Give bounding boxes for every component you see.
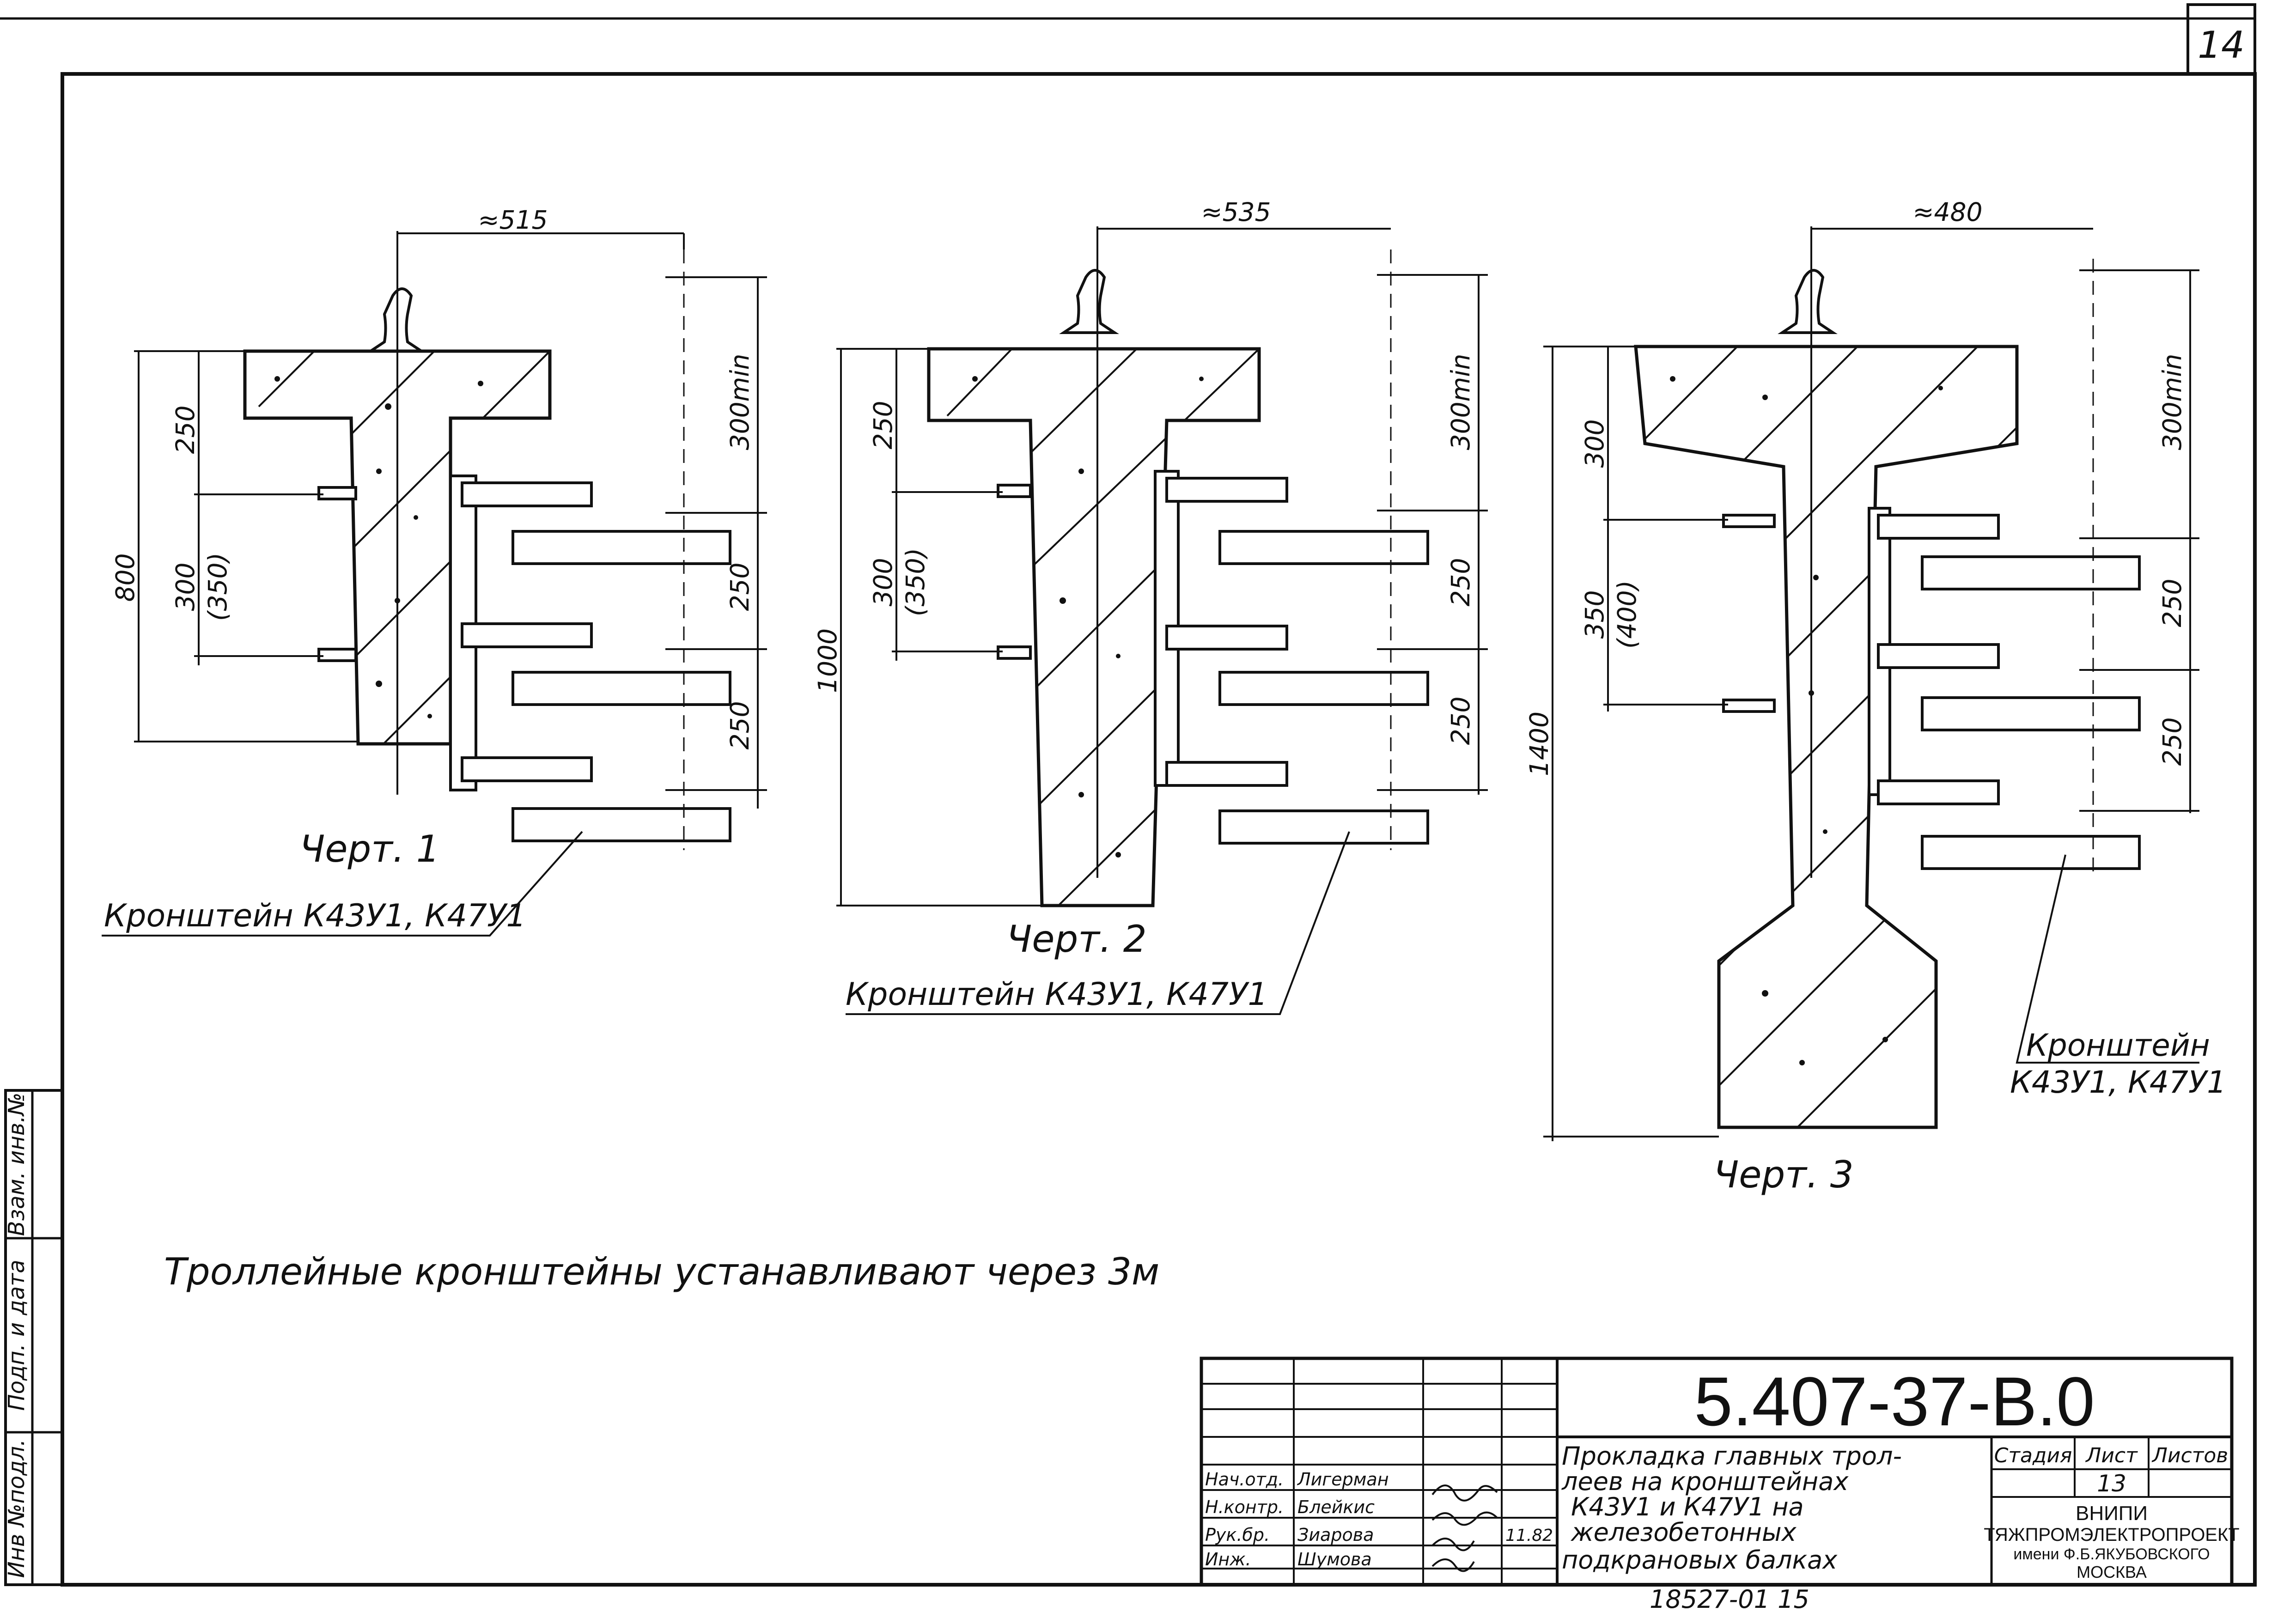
d3-caption: Черт. 3 [1713, 1153, 1853, 1196]
header-sheets: Листов [2151, 1444, 2228, 1467]
side-stamp-replacement: Взам. инв.№ [4, 1093, 30, 1236]
d3-height: 1400 [1524, 712, 1554, 776]
d1-upper: 250 [171, 406, 200, 454]
d3-right-mid: 250 [2157, 579, 2187, 627]
d3-mid-alt: (400) [1612, 580, 1642, 649]
name-3: Зиарова [1297, 1525, 1374, 1545]
side-stamp-signature: Подп. и дата [4, 1260, 30, 1411]
role-1: Нач.отд. [1205, 1469, 1284, 1490]
d3-bracket-label-line2: К43У1, К47У1 [2010, 1064, 2226, 1100]
org-line-3: имени Ф.Б.ЯКУБОВСКОГО [2013, 1545, 2210, 1563]
installation-note: Троллейные кронштейны устанавливают чере… [164, 1250, 1159, 1293]
d2-caption: Черт. 2 [1006, 918, 1146, 961]
d3-mid: 350 [1580, 590, 1609, 639]
d2-top-width: ≈535 [1201, 197, 1271, 227]
d2-mid-alt: (350) [901, 548, 930, 616]
sheet-value: 13 [2097, 1470, 2126, 1497]
org-line-2: ТЯЖПРОМЭЛЕКТРОПРОЕКТ [1984, 1525, 2239, 1545]
org-line-4: МОСКВА [2077, 1563, 2147, 1582]
drawing-1-labels: ≈515 800 250 300 (350) 300min 250 250 Че… [104, 205, 755, 934]
role-2: Н.контр. [1205, 1497, 1284, 1517]
drawing-1 [102, 231, 767, 937]
name-1: Лигерман [1297, 1469, 1389, 1490]
d2-right-mid: 250 [1446, 558, 1475, 607]
title-line-2: леев на кронштейнах [1561, 1467, 1849, 1496]
d1-top-width: ≈515 [478, 205, 548, 235]
d1-mid-alt: (350) [203, 553, 232, 621]
d3-upper: 300 [1580, 420, 1609, 468]
role-3: Рук.бр. [1205, 1525, 1270, 1545]
role-4: Инж. [1205, 1549, 1251, 1569]
d2-bracket-label: Кронштейн К43У1, К47У1 [846, 976, 1268, 1013]
d1-mid: 300 [171, 563, 200, 611]
title-line-3: К43У1 и К47У1 на [1571, 1492, 1804, 1521]
d2-height: 1000 [813, 628, 842, 693]
org-line-1: ВНИПИ [2076, 1502, 2148, 1525]
d1-right-top: 300min [725, 354, 755, 450]
d1-caption: Черт. 1 [299, 827, 439, 870]
d3-right-top: 300min [2157, 354, 2187, 450]
side-stamp [4, 1089, 64, 1586]
d2-right-bot: 250 [1446, 697, 1475, 745]
title-line-5: подкрановых балках [1562, 1545, 1838, 1575]
drawing-2 [836, 226, 1488, 1015]
d2-right-top: 300min [1446, 354, 1475, 450]
drawing-2-labels: ≈535 1000 250 300 (350) 300min 250 250 Ч… [813, 197, 1475, 1013]
name-2: Блейкис [1297, 1497, 1375, 1517]
d1-height: 800 [110, 554, 140, 602]
d3-right-bot: 250 [2157, 718, 2187, 766]
drawing-3-labels: ≈480 1400 300 350 (400) 300min 250 250 Ч… [1524, 197, 2226, 1196]
sheet-number: 14 [2198, 24, 2245, 67]
d2-mid: 300 [868, 558, 898, 607]
date-3: 11.82 [1505, 1526, 1553, 1545]
title-line-4: железобетонных [1570, 1518, 1797, 1547]
document-code: 5.407-37-В.0 [1694, 1363, 2095, 1440]
page-frame [0, 3, 2257, 1587]
footer-number: 18527-01 15 [1650, 1585, 1809, 1614]
d1-right-mid: 250 [725, 563, 755, 611]
header-stage: Стадия [1994, 1444, 2072, 1467]
side-stamp-inventory: Инв №подл. [4, 1439, 30, 1578]
d1-right-bot: 250 [725, 701, 755, 750]
d2-upper: 250 [868, 401, 898, 450]
d3-top-width: ≈480 [1912, 197, 1982, 227]
d3-bracket-label-line1: Кронштейн [2026, 1028, 2210, 1063]
title-line-1: Прокладка главных трол- [1562, 1442, 1902, 1471]
d1-bracket-label: Кронштейн К43У1, К47У1 [104, 898, 526, 934]
header-sheet: Лист [2085, 1444, 2138, 1467]
title-block [1200, 1356, 2234, 1587]
name-4: Шумова [1297, 1549, 1372, 1569]
